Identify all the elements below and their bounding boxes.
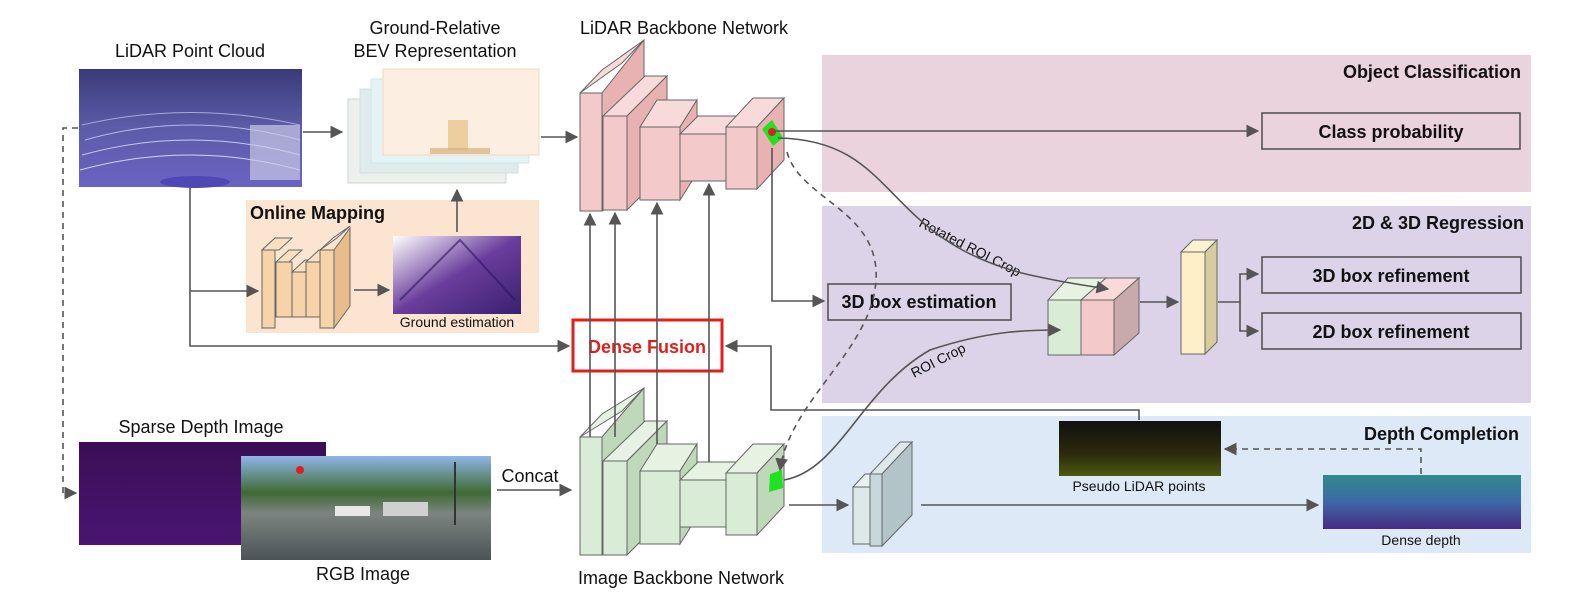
lidar-backbone-network bbox=[579, 38, 786, 212]
ground-estimation-image bbox=[393, 236, 521, 314]
online-mapping-network bbox=[260, 225, 351, 330]
lidar-backbone-label: LiDAR Backbone Network bbox=[580, 18, 789, 38]
bev-label-line2: BEV Representation bbox=[353, 41, 516, 61]
lidar-point-cloud-image bbox=[79, 69, 302, 188]
regression-title: 2D & 3D Regression bbox=[1352, 213, 1524, 233]
rgb-image bbox=[241, 456, 491, 560]
box-estimation-label: 3D box estimation bbox=[841, 292, 996, 312]
rgb-label: RGB Image bbox=[316, 564, 410, 584]
bev-representation-stack bbox=[347, 68, 540, 184]
concat-label: Concat bbox=[501, 466, 558, 486]
dense-depth-label: Dense depth bbox=[1381, 532, 1460, 548]
box3d-refinement-label: 3D box refinement bbox=[1312, 266, 1469, 286]
roi-point-marker bbox=[768, 128, 776, 136]
box2d-refinement-box bbox=[1261, 312, 1522, 350]
object-classification-title: Object Classification bbox=[1343, 62, 1521, 82]
regression-feature-block bbox=[1179, 238, 1219, 356]
dense-fusion-box bbox=[571, 318, 724, 373]
online-mapping-title: Online Mapping bbox=[250, 203, 385, 223]
pseudo-lidar-label: Pseudo LiDAR points bbox=[1072, 478, 1205, 494]
roi-green-marker bbox=[769, 470, 783, 492]
dense-fusion-label: Dense Fusion bbox=[588, 337, 706, 357]
sparse-depth-label: Sparse Depth Image bbox=[118, 417, 283, 437]
box3d-refinement-box bbox=[1261, 256, 1522, 294]
lidar-point-cloud-label: LiDAR Point Cloud bbox=[115, 41, 265, 61]
depth-decoder-block bbox=[851, 440, 914, 548]
pseudo-lidar-image bbox=[1059, 421, 1221, 476]
image-backbone-network bbox=[579, 386, 786, 557]
connection-arrows bbox=[62, 124, 1422, 512]
ground-estimation-label: Ground estimation bbox=[400, 314, 514, 330]
dense-depth-image bbox=[1323, 475, 1521, 529]
class-probability-box bbox=[1261, 112, 1521, 150]
image-backbone-label: Image Backbone Network bbox=[578, 568, 785, 588]
class-probability-label: Class probability bbox=[1318, 122, 1463, 142]
roi-fused-cube bbox=[1046, 276, 1141, 357]
depth-completion-title: Depth Completion bbox=[1364, 424, 1519, 444]
box2d-refinement-label: 2D box refinement bbox=[1312, 322, 1469, 342]
bev-label-line1: Ground-Relative bbox=[369, 18, 500, 38]
object-classification-panel bbox=[822, 55, 1531, 192]
box-estimation-box bbox=[827, 283, 1012, 321]
